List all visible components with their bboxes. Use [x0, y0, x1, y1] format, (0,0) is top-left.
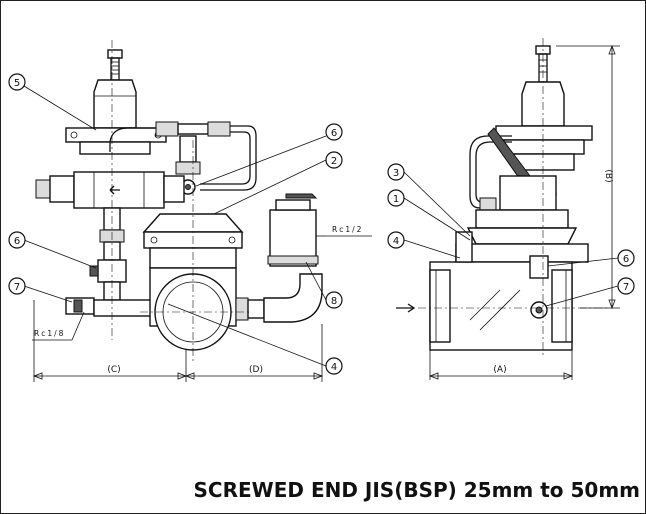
regulator-flange [65, 127, 167, 143]
flow-arrow [396, 303, 416, 313]
front-view [35, 40, 326, 362]
callout-1: 1 [387, 189, 405, 207]
dimension-a: (A) [493, 365, 506, 375]
side-pilot-tube [469, 135, 512, 209]
dimension-d: (D) [249, 365, 263, 375]
callout-2: 2 [325, 151, 343, 169]
thread-label-rc-1-2: Rc1/2 [332, 225, 363, 234]
regulator-bonnet [93, 79, 137, 129]
front-dimensions: (C) (D) Rc1/8 Rc1/2 [32, 225, 372, 382]
svg-text:7: 7 [14, 282, 20, 293]
left-plug [35, 179, 51, 199]
svg-text:1: 1 [393, 194, 399, 205]
svg-text:7: 7 [623, 282, 629, 293]
callout-6: 6 [325, 123, 343, 141]
svg-text:6: 6 [331, 128, 337, 139]
callout-7: 7 [8, 277, 26, 295]
drawing-caption: SCREWED END JIS(BSP) 25mm to 50mm [193, 478, 640, 502]
side-needle-6 [529, 255, 549, 279]
callout-4: 4 [325, 357, 343, 375]
dimension-c: (C) [107, 365, 120, 375]
elbow [263, 273, 323, 323]
svg-text:2: 2 [331, 156, 337, 167]
side-main-body [429, 261, 573, 351]
svg-text:4: 4 [331, 362, 337, 373]
callout-8: 8 [325, 291, 343, 309]
adjust-cap [107, 49, 123, 59]
svg-text:8: 8 [331, 296, 337, 307]
callout-bubbles: 5 6 2 6 7 8 4 3 1 4 6 7 [8, 73, 635, 375]
dimension-b: (B) [603, 169, 613, 182]
thread-label-rc-1-8: Rc1/8 [34, 329, 65, 338]
side-view [396, 38, 610, 356]
side-dimensions: (A) (B) [428, 44, 620, 380]
callout-5: 5 [8, 73, 26, 91]
svg-text:3: 3 [393, 168, 399, 179]
callout-6: 6 [8, 231, 26, 249]
callout-7: 7 [617, 277, 635, 295]
regulator-lower [79, 141, 151, 155]
callout-3: 3 [387, 163, 405, 181]
callout-4: 4 [387, 231, 405, 249]
callout-leaders [23, 85, 619, 367]
callout-6: 6 [617, 249, 635, 267]
pilot-tube-a [109, 127, 156, 152]
svg-text:6: 6 [14, 236, 20, 247]
svg-text:6: 6 [623, 254, 629, 265]
pilot-tube-b [200, 125, 257, 191]
svg-text:5: 5 [14, 78, 20, 89]
svg-text:4: 4 [393, 236, 399, 247]
